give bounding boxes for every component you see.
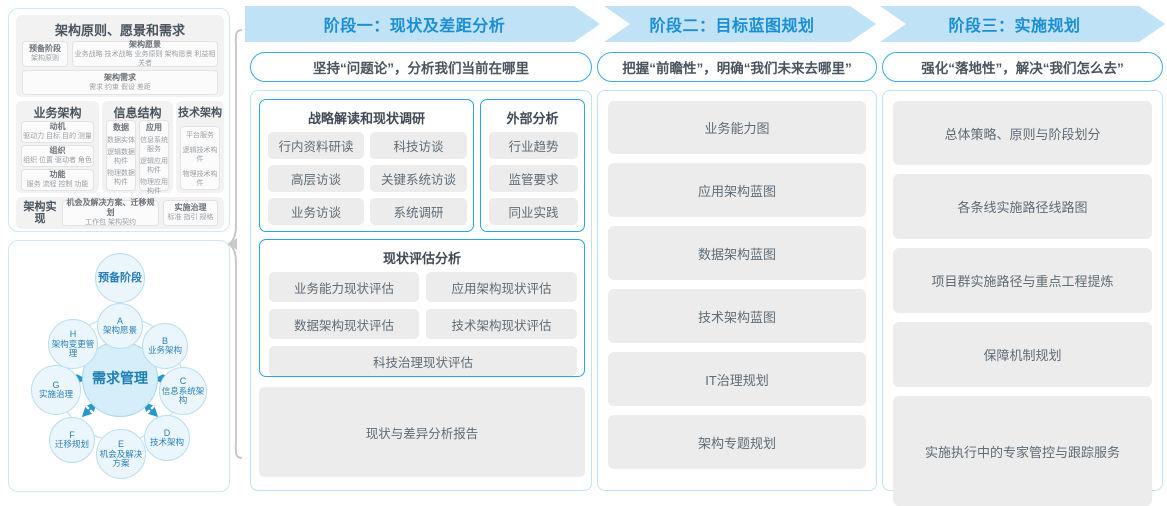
brace-connector-icon (228, 29, 243, 459)
chip-strategy-1[interactable]: 科技访谈 (370, 132, 467, 159)
adm-node-b: B 业务架构 (142, 323, 188, 369)
framework-cell-data: 数据 数据实体 逻辑数据构件 物理数据构件 (106, 120, 136, 191)
framework-cell-requirements: 架构需求 需求 约束 假设 差距 (22, 70, 218, 95)
phase-header-1: 阶段一：现状及差距分析 (245, 6, 600, 42)
adm-node-e: E 机会及解决方案 (96, 429, 146, 479)
framework-cell-application: 应用 信息系统服务 逻辑应用构件 物理应用构件 (139, 120, 169, 195)
phase3-item-2[interactable]: 项目群实施路径与重点工程提炼 (893, 248, 1152, 313)
phase-body-3: 总体策略、原则与阶段划分 各条线实施路径线路图 项目群实施路径与重点工程提炼 保… (882, 90, 1163, 506)
framework-cell-vision: 架构愿景 业务战略 技术战略 业务原则 架构愿景 利益相关者 (72, 40, 218, 67)
chip-external-0[interactable]: 行业趋势 (489, 132, 578, 159)
adm-node-h: H 架构变更管理 (48, 319, 98, 369)
adm-node-prelim: 预备阶段 (95, 253, 145, 303)
togaf-content-framework-card: 架构原则、愿景和需求 预备阶段 架构原则 架构愿景 业务战略 技术战略 业务原则… (8, 8, 230, 232)
chip-strategy-4[interactable]: 业务访谈 (268, 198, 364, 225)
group-external-analysis: 外部分析 行业趋势 监管要求 同业实践 (480, 99, 585, 232)
phase2-item-0[interactable]: 业务能力图 (608, 101, 866, 154)
framework-cell-prelim: 预备阶段 架构原则 (22, 41, 68, 67)
framework-column-business: 业务架构 动机 驱动力 目标 目的 测量 组织 组织 位置 驱动者 角色 功能 … (16, 101, 99, 193)
chip-external-2[interactable]: 同业实践 (489, 198, 578, 225)
phase3-item-4[interactable]: 实施执行中的专家管控与跟踪服务 (893, 396, 1152, 506)
framework-realization-label: 架构实现 (23, 200, 57, 225)
left-reference-column: 架构原则、愿景和需求 预备阶段 架构原则 架构愿景 业务战略 技术战略 业务原则… (8, 8, 230, 492)
chip-strategy-5[interactable]: 系统调研 (370, 198, 467, 225)
framework-cell-function: 功能 服务 流程 控制 功能 (21, 169, 94, 191)
adm-node-g: G 实施治理 (31, 365, 81, 415)
phase-header-2: 阶段二：目标蓝图规划 (604, 6, 876, 42)
framework-cell-technology-items: 平台服务 逻辑技术构件 物理技术构件 (180, 126, 220, 190)
adm-node-a: A 架构愿景 (97, 303, 143, 349)
chip-strategy-2[interactable]: 高层访谈 (268, 165, 364, 192)
framework-realization-row: 架构实现 机会及解决方案、迁移规划 工作包 架构契约 实施治理 标准 指引 规格 (16, 197, 224, 229)
phase-body-1: 战略解读和现状调研 行内资料研读 科技访谈 高层访谈 关键系统访谈 业务访谈 系… (250, 90, 592, 491)
adm-node-f: F 迁移规划 (49, 417, 95, 463)
phase3-item-3[interactable]: 保障机制规划 (893, 322, 1152, 387)
framework-cell-organization: 组织 组织 位置 驱动者 角色 (21, 145, 94, 167)
phase-header-3: 阶段三：实施规划 (880, 6, 1165, 42)
adm-cycle-diagram: 预备阶段 需求管理 A 架构愿景 B 业务架构 C 信息系统架构 D 技术架构 … (8, 240, 230, 492)
phase2-item-2[interactable]: 数据架构蓝图 (608, 226, 866, 280)
chip-external-1[interactable]: 监管要求 (489, 165, 578, 192)
phase2-item-3[interactable]: 技术架构蓝图 (608, 289, 866, 343)
group-strategy-survey: 战略解读和现状调研 行内资料研读 科技访谈 高层访谈 关键系统访谈 业务访谈 系… (259, 99, 474, 232)
framework-cell-governance: 实施治理 标准 指引 规格 (163, 200, 218, 226)
adm-node-d: D 技术架构 (144, 415, 190, 461)
phase-subtitle-1: 坚持“问题论”，分析我们当前在哪里 (250, 52, 592, 82)
framework-cell-motivation: 动机 驱动力 目标 目的 测量 (21, 121, 94, 143)
phase-body-2: 业务能力图 应用架构蓝图 数据架构蓝图 技术架构蓝图 IT治理规划 架构专题规划 (597, 90, 877, 491)
chip-strategy-0[interactable]: 行内资料研读 (268, 132, 364, 159)
phase-subtitle-3: 强化“落地性”，解决“我们怎么去” (882, 52, 1163, 82)
framework-column-technology: 技术架构 平台服务 逻辑技术构件 物理技术构件 (176, 101, 224, 193)
group-current-assessment: 现状评估分析 业务能力现状评估 应用架构现状评估 数据架构现状评估 技术架构现状… (259, 239, 585, 377)
chip-strategy-3[interactable]: 关键系统访谈 (370, 165, 467, 192)
chip-assess-3[interactable]: 技术架构现状评估 (426, 309, 577, 339)
phase2-item-5[interactable]: 架构专题规划 (608, 415, 866, 469)
phase3-item-0[interactable]: 总体策略、原则与阶段划分 (893, 101, 1152, 165)
adm-node-c: C 信息系统架构 (159, 367, 207, 415)
phase2-item-1[interactable]: 应用架构蓝图 (608, 163, 866, 217)
phase2-item-4[interactable]: IT治理规划 (608, 352, 866, 406)
chip-assess-2[interactable]: 数据架构现状评估 (269, 309, 419, 339)
phase-subtitle-2: 把握“前瞻性”，明确“我们未来去哪里” (597, 52, 877, 82)
framework-column-information: 信息结构 数据 数据实体 逻辑数据构件 物理数据构件 应用 信息系统服务 逻辑应… (102, 101, 173, 195)
phase3-item-1[interactable]: 各条线实施路径线路图 (893, 174, 1152, 239)
chip-assess-1[interactable]: 应用架构现状评估 (426, 272, 577, 302)
chip-assess-4[interactable]: 科技治理现状评估 (269, 346, 577, 376)
framework-title: 架构原则、愿景和需求 (54, 23, 185, 38)
phase1-report-box[interactable]: 现状与差异分析报告 (259, 387, 585, 477)
framework-cell-opportunities: 机会及解决方案、迁移规划 工作包 架构契约 (62, 198, 159, 226)
chip-assess-0[interactable]: 业务能力现状评估 (269, 272, 419, 302)
